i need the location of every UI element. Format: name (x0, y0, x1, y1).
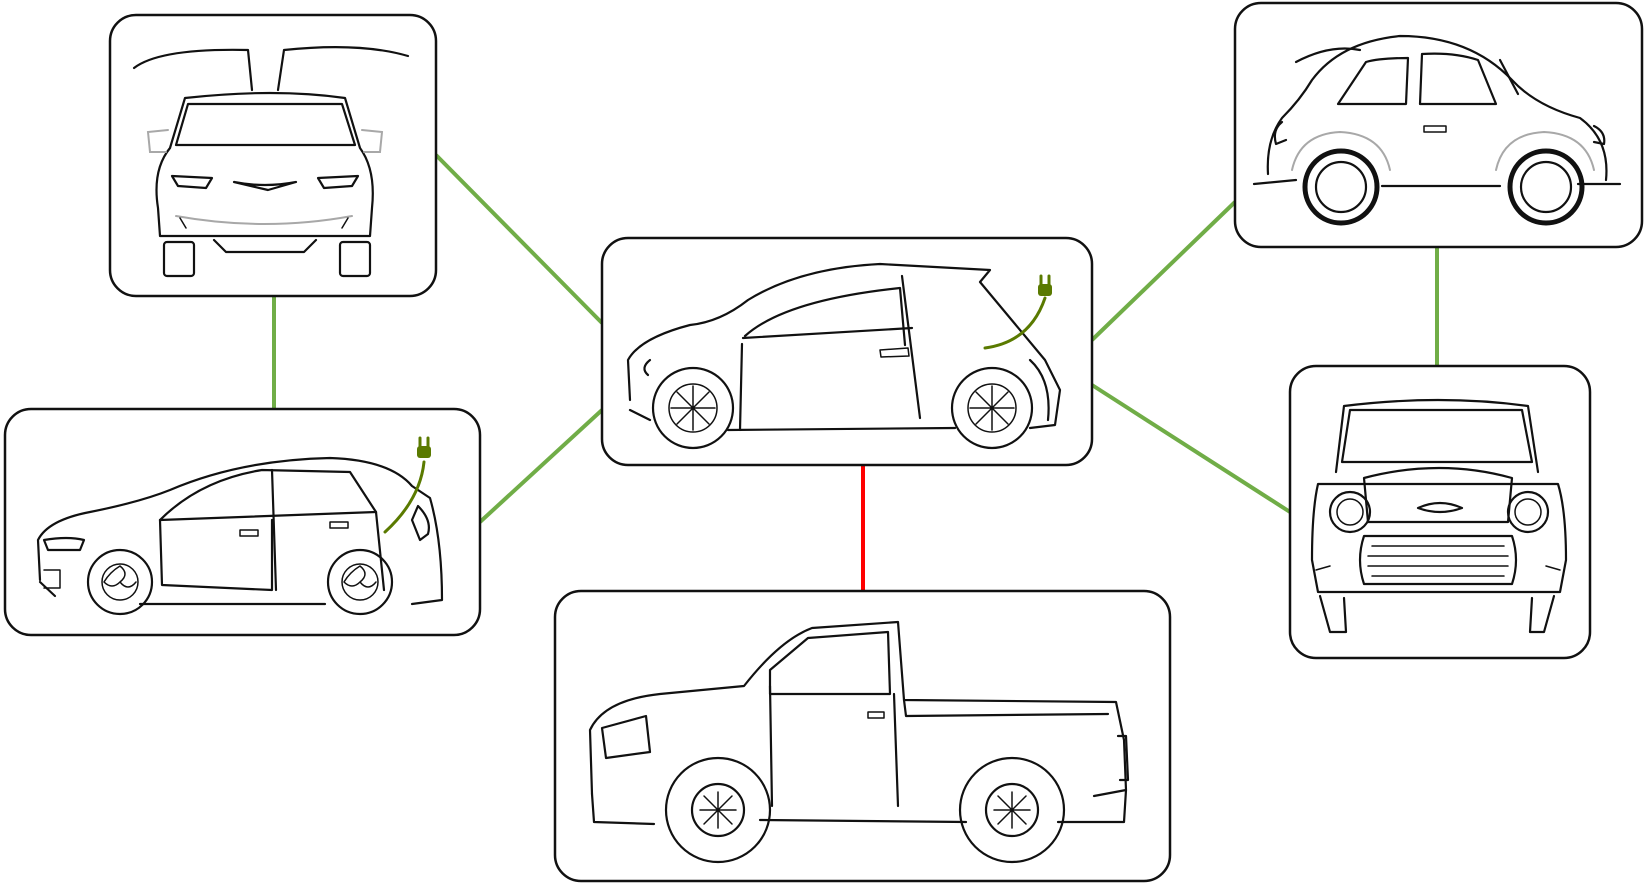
edge-center-left (478, 408, 604, 524)
gullwing-suv-front-icon (132, 46, 410, 278)
edges (272, 153, 1439, 591)
edge-center-top-right (1090, 200, 1237, 342)
beetle-car-side-icon (1252, 34, 1622, 226)
electric-hatchback-side-icon (626, 262, 1062, 450)
edge-center-right (1090, 383, 1292, 514)
charging-plug-icon (383, 436, 431, 534)
node-bottom (553, 589, 1172, 883)
node-top-left (108, 13, 438, 298)
pickup-truck-side-icon (588, 620, 1130, 864)
edge-center-top-left (434, 153, 604, 325)
node-right (1288, 364, 1592, 660)
charging-plug-icon (983, 274, 1052, 350)
node-left (3, 407, 482, 637)
node-top-right (1233, 1, 1644, 249)
node-center (600, 236, 1094, 467)
mini-car-front-icon (1310, 398, 1568, 634)
plugin-hybrid-sedan-side-icon (36, 456, 444, 616)
